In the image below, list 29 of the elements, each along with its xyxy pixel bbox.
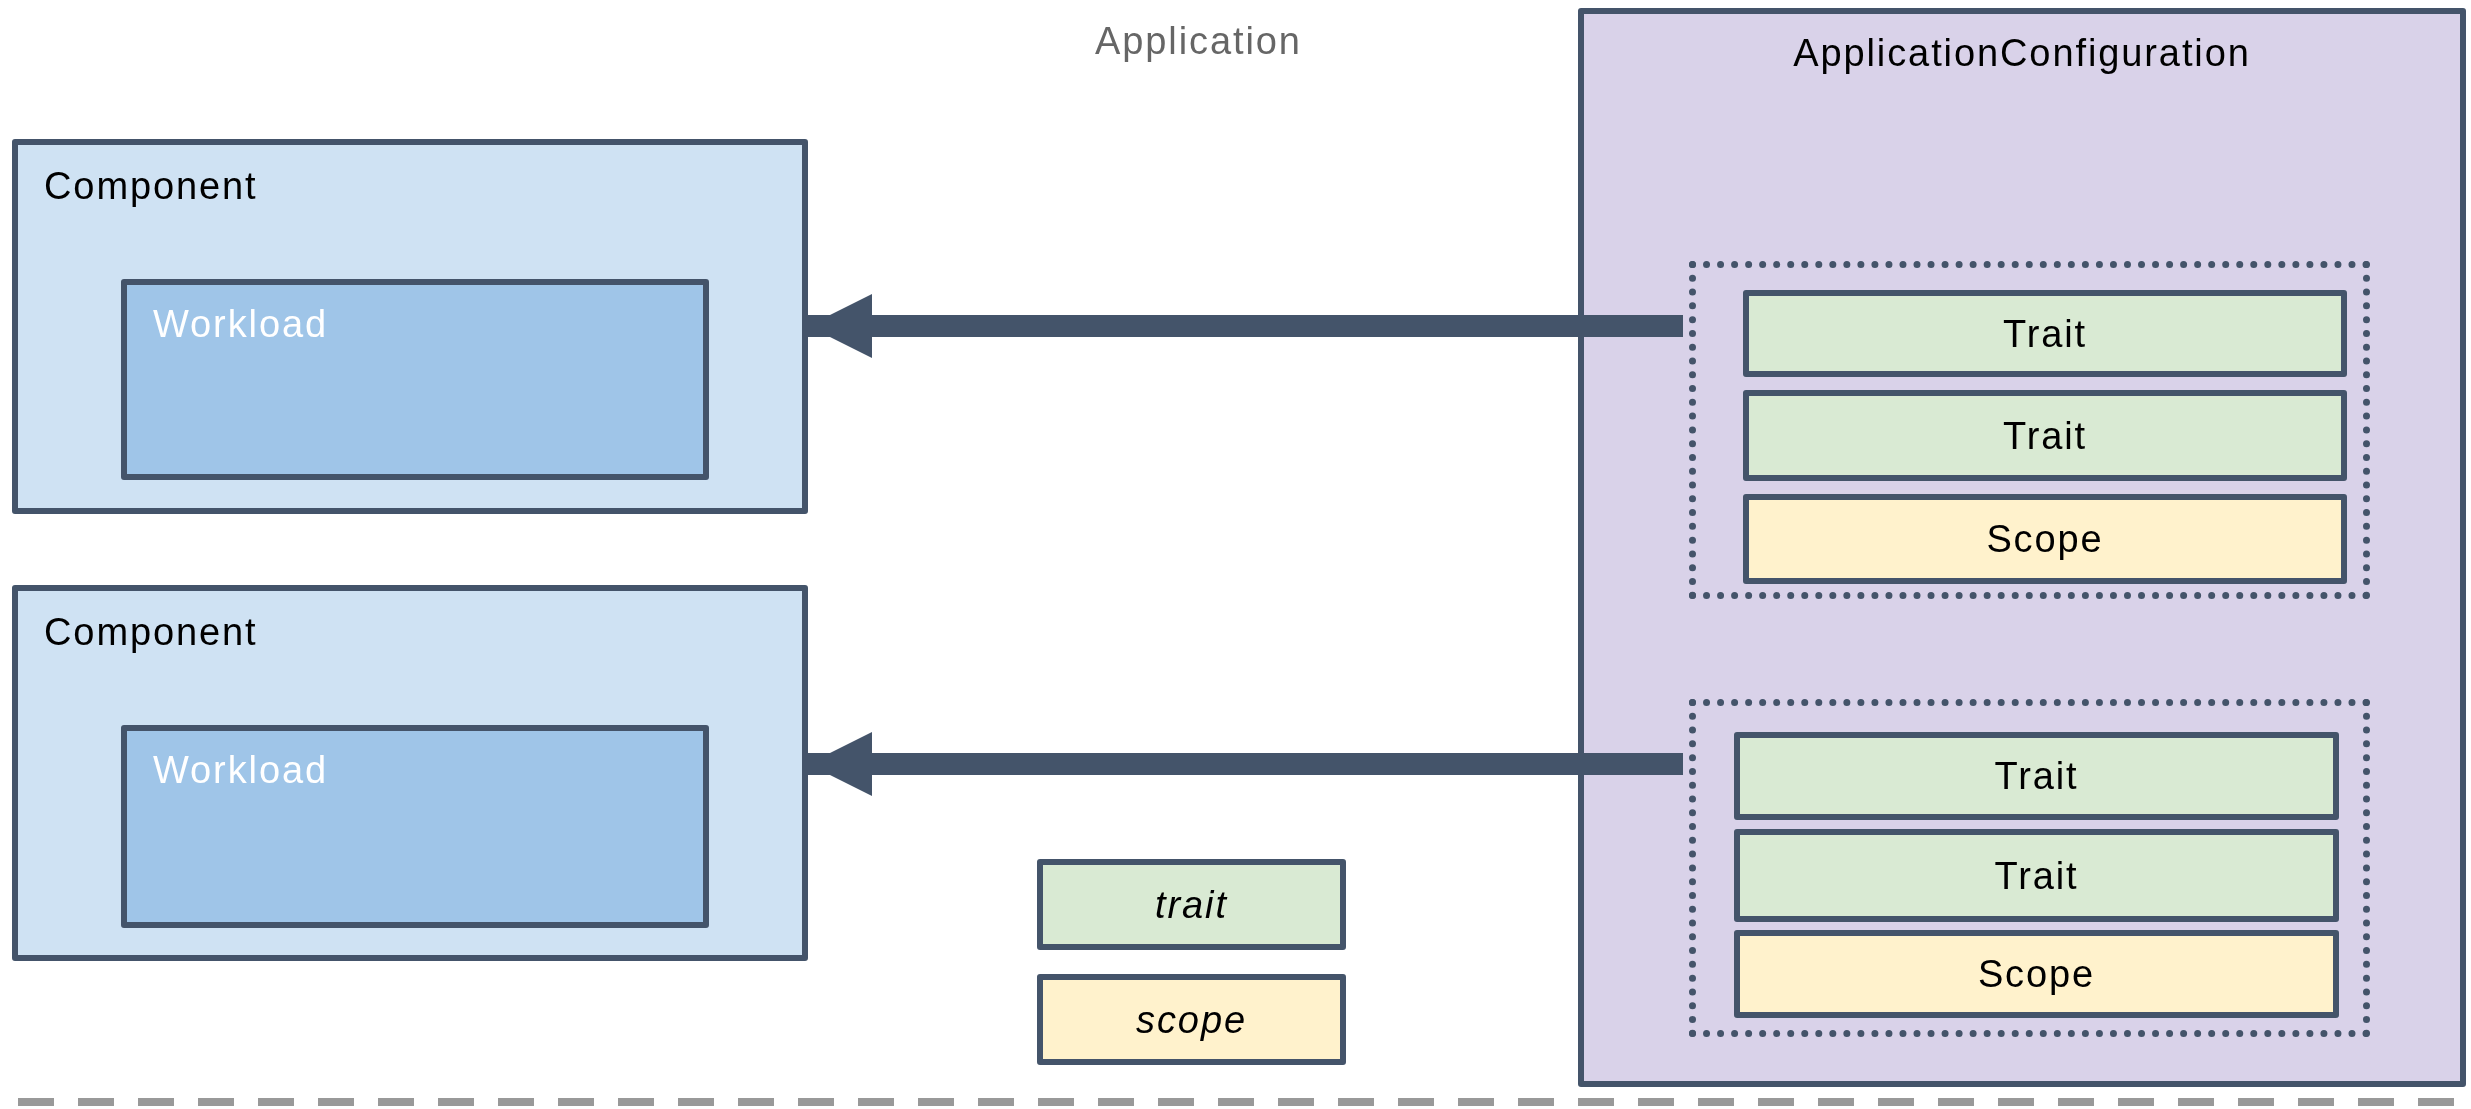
legend-label: scope: [1136, 1000, 1247, 1039]
item-box: [1743, 390, 2347, 481]
arrow: [808, 732, 1683, 796]
node-label: Trait: [1993, 853, 2080, 899]
item-box: [1734, 829, 2339, 922]
node-label: Trait: [2001, 413, 2089, 459]
workload-box: [121, 279, 709, 480]
diagram-title: Application: [1095, 22, 1302, 60]
node-label: ApplicationConfiguration: [1792, 34, 2252, 72]
dotted-group-box: [1689, 261, 2370, 599]
workload-box: [121, 725, 709, 928]
node-label: Component: [44, 613, 258, 651]
item-box: [1734, 732, 2339, 820]
node-label: Scope: [1976, 952, 2097, 997]
item-box: [1734, 930, 2339, 1018]
node-label: Trait: [1993, 754, 2080, 799]
item-box: [1743, 494, 2347, 584]
node-label: Workload: [153, 305, 328, 343]
node-label: Scope: [1985, 517, 2105, 562]
node-label: Component: [44, 167, 258, 205]
node-label: Workload: [153, 751, 328, 789]
component-box: [12, 139, 808, 514]
dotted-group-box: [1689, 699, 2370, 1037]
arrow: [808, 294, 1683, 358]
item-box: [1743, 290, 2347, 377]
configuration-panel: [1578, 8, 2466, 1087]
legend-label: trait: [1155, 885, 1228, 924]
node-label: Trait: [2001, 311, 2089, 357]
component-box: [12, 585, 808, 961]
